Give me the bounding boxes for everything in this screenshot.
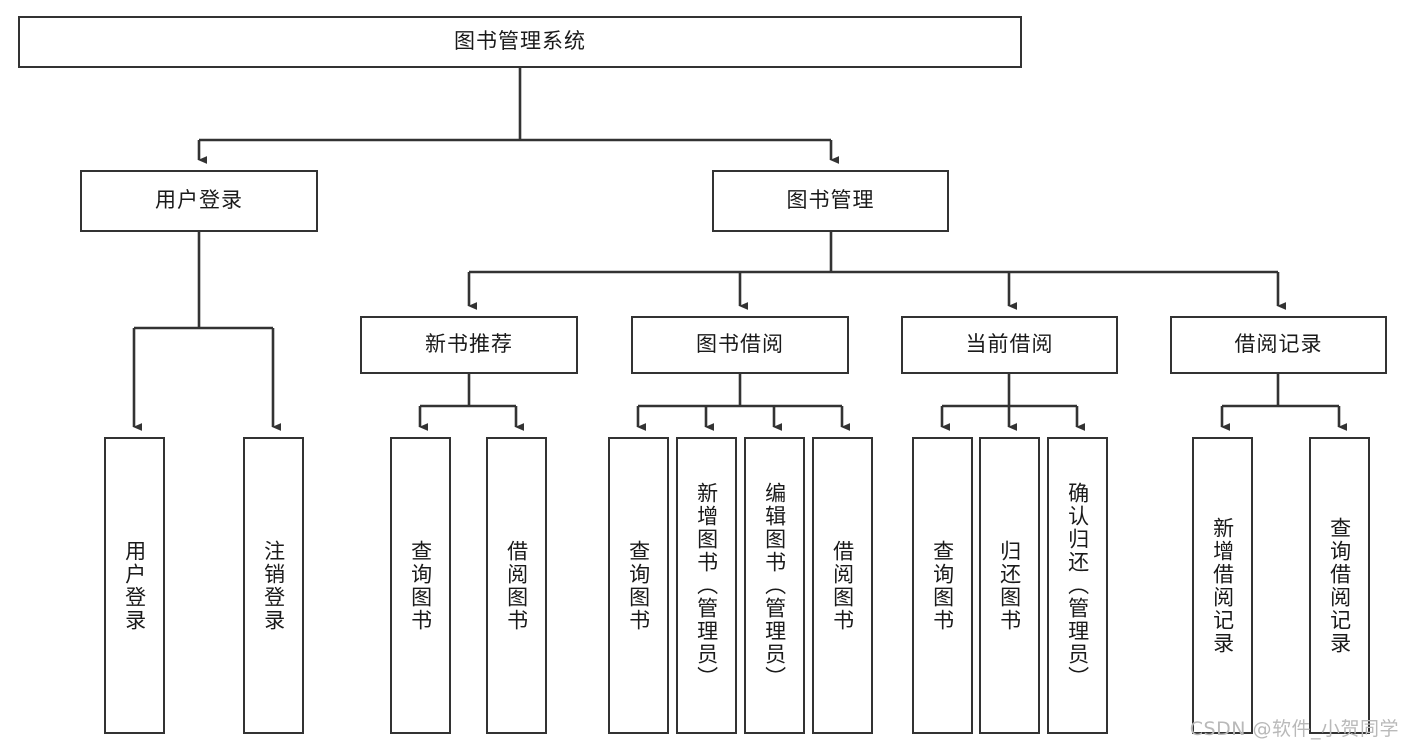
leaf-borrow-query-book[interactable]: 查询图书 xyxy=(608,437,669,734)
node-label: 查询图书 xyxy=(930,539,955,632)
leaf-recommend-borrow-book[interactable]: 借阅图书 xyxy=(486,437,547,734)
leaf-borrow-borrow-book[interactable]: 借阅图书 xyxy=(812,437,873,734)
node-label: 归还图书 xyxy=(997,539,1022,632)
leaf-current-confirm-return-admin[interactable]: 确认归还（管理员） xyxy=(1047,437,1108,734)
leaf-recommend-query-book[interactable]: 查询图书 xyxy=(390,437,451,734)
node-label: 图书管理系统 xyxy=(454,29,586,54)
node-label: 借阅记录 xyxy=(1234,332,1323,357)
leaf-user-login-logout[interactable]: 注销登录 xyxy=(243,437,304,734)
node-label: 确认归还（管理员） xyxy=(1065,482,1090,689)
node-root-system[interactable]: 图书管理系统 xyxy=(18,16,1022,68)
node-new-book-recommend[interactable]: 新书推荐 xyxy=(360,316,578,374)
node-label: 借阅图书 xyxy=(830,539,855,632)
node-label: 查询图书 xyxy=(626,539,651,632)
node-label: 新增图书（管理员） xyxy=(694,482,719,689)
node-borrow-record[interactable]: 借阅记录 xyxy=(1170,316,1387,374)
node-user-login[interactable]: 用户登录 xyxy=(80,170,318,232)
node-label: 图书借阅 xyxy=(696,332,784,357)
leaf-record-add-record[interactable]: 新增借阅记录 xyxy=(1192,437,1253,734)
node-label: 编辑图书（管理员） xyxy=(762,482,787,689)
watermark-text: CSDN @软件_小贺同学 xyxy=(1189,718,1399,740)
leaf-current-return-book[interactable]: 归还图书 xyxy=(979,437,1040,734)
node-label: 新书推荐 xyxy=(425,332,513,357)
leaf-user-login-login[interactable]: 用户登录 xyxy=(104,437,165,734)
node-label: 查询借阅记录 xyxy=(1327,516,1352,655)
leaf-current-query-book[interactable]: 查询图书 xyxy=(912,437,973,734)
node-current-borrow[interactable]: 当前借阅 xyxy=(901,316,1118,374)
node-book-borrow[interactable]: 图书借阅 xyxy=(631,316,849,374)
node-label: 借阅图书 xyxy=(504,539,529,632)
node-label: 查询图书 xyxy=(408,539,433,632)
node-label: 注销登录 xyxy=(261,539,286,632)
leaf-borrow-add-book-admin[interactable]: 新增图书（管理员） xyxy=(676,437,737,734)
node-label: 新增借阅记录 xyxy=(1210,516,1235,655)
leaf-borrow-edit-book-admin[interactable]: 编辑图书（管理员） xyxy=(744,437,805,734)
node-label: 用户登录 xyxy=(122,539,147,632)
node-label: 当前借阅 xyxy=(965,332,1054,357)
node-label: 图书管理 xyxy=(786,188,875,213)
node-book-management[interactable]: 图书管理 xyxy=(712,170,949,232)
leaf-record-query-record[interactable]: 查询借阅记录 xyxy=(1309,437,1370,734)
node-label: 用户登录 xyxy=(155,188,243,213)
